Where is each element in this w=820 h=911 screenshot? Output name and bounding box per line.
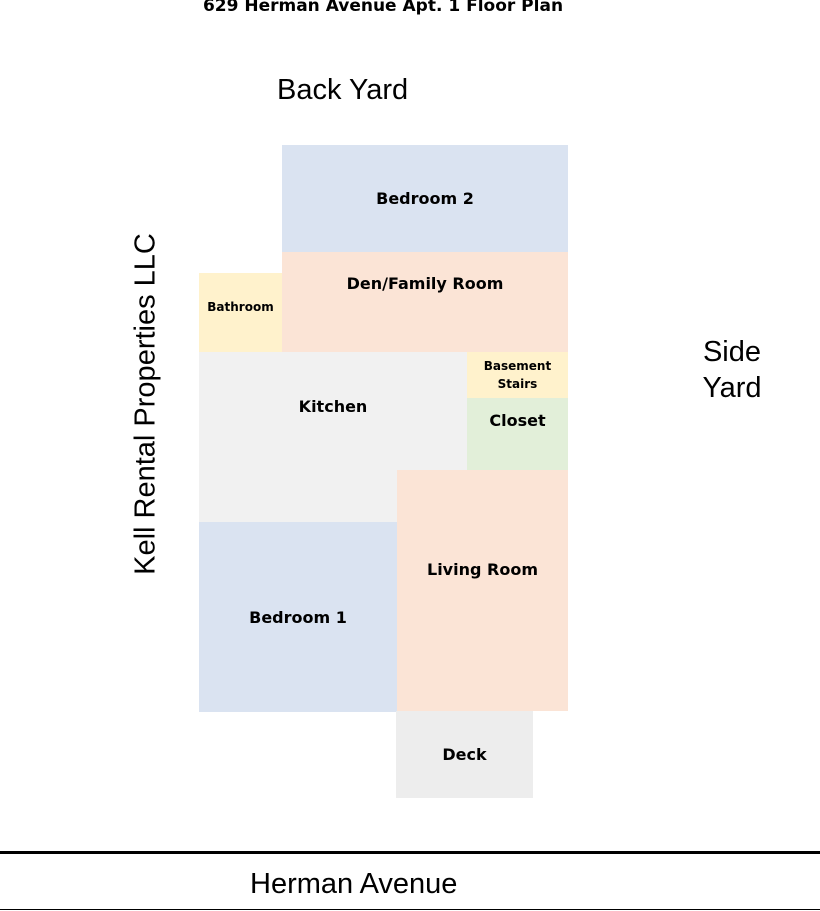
room-label: Den/Family Room	[346, 274, 504, 293]
street-line	[0, 851, 820, 854]
side-yard-line1: Side	[702, 336, 762, 368]
room-label-group: Basement Stairs	[484, 357, 551, 393]
room-label: Bathroom	[207, 300, 274, 314]
back-yard-label: Back Yard	[277, 74, 409, 106]
owner-label: Kell Rental Properties LLC	[129, 233, 162, 575]
room-kitchen: Kitchen	[199, 352, 467, 522]
room-deck: Deck	[396, 711, 533, 798]
street-label: Herman Avenue	[250, 868, 458, 900]
room-label: Bedroom 2	[376, 189, 474, 208]
room-den-family: Den/Family Room	[282, 252, 568, 352]
room-label-line1: Basement	[483, 359, 552, 373]
room-closet: Closet	[467, 398, 568, 470]
room-bedroom-2: Bedroom 2	[282, 145, 568, 252]
floor-plan-title: 629 Herman Avenue Apt. 1 Floor Plan	[202, 0, 564, 16]
room-label: Bedroom 1	[249, 607, 347, 627]
bottom-border	[0, 909, 820, 910]
room-label: Closet	[489, 411, 546, 430]
room-label-line2: Stairs	[497, 377, 538, 391]
room-living-room: Living Room	[397, 470, 568, 711]
room-label: Deck	[442, 745, 487, 764]
room-bathroom: Bathroom	[199, 273, 282, 352]
room-label: Living Room	[427, 560, 538, 579]
room-label: Kitchen	[298, 397, 368, 416]
side-yard-line2: Yard	[702, 372, 762, 404]
side-yard-label: Side Yard	[690, 334, 774, 406]
room-bedroom-1: Bedroom 1	[199, 522, 397, 712]
room-basement-stairs: Basement Stairs	[467, 352, 568, 398]
